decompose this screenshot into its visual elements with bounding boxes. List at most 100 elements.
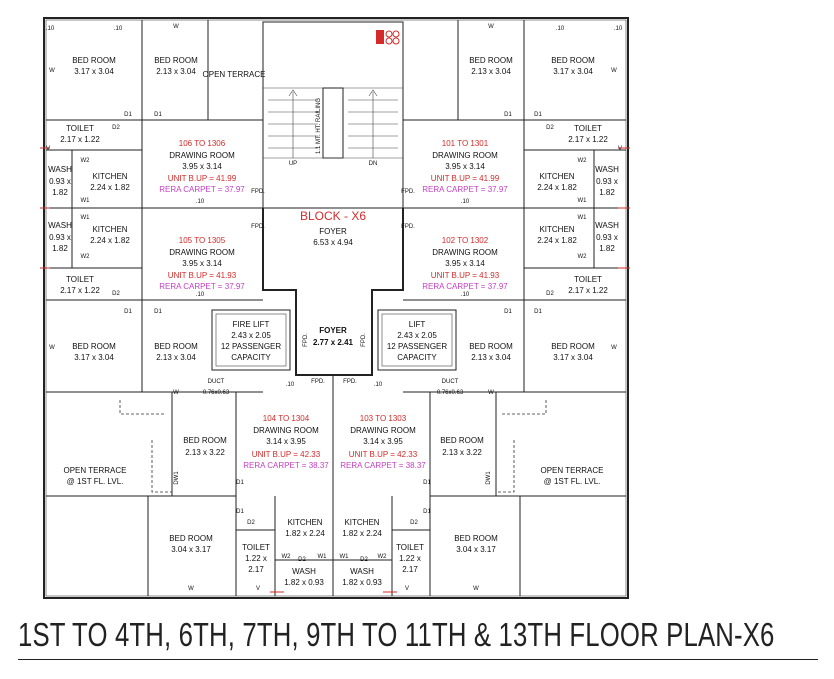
svg-text:D1: D1 xyxy=(124,309,132,315)
svg-text:.10: .10 xyxy=(196,199,205,205)
toilet-size: 1.22 x xyxy=(245,554,267,563)
toilet-label: TOILET xyxy=(574,275,602,284)
svg-text:D1: D1 xyxy=(504,309,512,315)
unit-room-size: 3.14 x 3.95 xyxy=(363,437,403,446)
toilet-size: 1.22 x xyxy=(399,554,421,563)
svg-text:.10: .10 xyxy=(286,382,295,388)
svg-text:DW1: DW1 xyxy=(486,471,492,485)
unit-number: 104 TO 1304 xyxy=(263,414,310,423)
wash-size: 1.82 x 0.93 xyxy=(342,578,382,587)
svg-text:FPD.: FPD. xyxy=(303,333,309,347)
bedroom-label: BED ROOM xyxy=(469,342,513,351)
svg-text:W1: W1 xyxy=(340,554,350,560)
wash-size: 0.93 x xyxy=(49,177,71,186)
svg-text:W: W xyxy=(488,390,494,396)
svg-text:D2: D2 xyxy=(247,520,255,526)
unit-rera: RERA CARPET = 37.97 xyxy=(422,282,508,291)
plan-title: 1ST TO 4TH, 6TH, 7TH, 9TH TO 11TH & 13TH… xyxy=(18,616,775,653)
bedroom-label: BED ROOM xyxy=(469,56,513,65)
svg-text:.10: .10 xyxy=(196,292,205,298)
unit-number: 103 TO 1303 xyxy=(360,414,407,423)
kitchen-label: KITCHEN xyxy=(539,225,574,234)
kitchen-size: 2.24 x 1.82 xyxy=(537,236,577,245)
unit-room: DRAWING ROOM xyxy=(253,426,319,435)
lift-shaft xyxy=(377,309,457,371)
svg-text:D1: D1 xyxy=(504,112,512,118)
unit-room-size: 3.95 x 3.14 xyxy=(182,162,222,171)
fire-lift-l2: 2.43 x 2.05 xyxy=(231,331,271,340)
bedroom-label: BED ROOM xyxy=(551,56,595,65)
svg-text:D2: D2 xyxy=(112,125,120,131)
wash-label: WASH xyxy=(595,221,619,230)
stair-core xyxy=(262,21,404,209)
wash-label: WASH xyxy=(48,165,72,174)
svg-text:W: W xyxy=(49,345,55,351)
svg-text:D1: D1 xyxy=(534,112,542,118)
kitchen-label: KITCHEN xyxy=(92,225,127,234)
kitchen-label: KITCHEN xyxy=(539,172,574,181)
svg-text:W1: W1 xyxy=(81,198,91,204)
toilet-size-2: 2.17 xyxy=(402,565,418,574)
bedroom-size: 2.13 x 3.22 xyxy=(185,448,225,457)
wash-label: WASH xyxy=(292,567,316,576)
kitchen-size: 1.82 x 2.24 xyxy=(342,529,382,538)
bedroom-size: 2.13 x 3.04 xyxy=(156,353,196,362)
svg-text:DW1: DW1 xyxy=(174,471,180,485)
unit-102: 102 TO 1302 DRAWING ROOM 3.95 x 3.14 UNI… xyxy=(422,236,508,291)
unit-101: 101 TO 1301 DRAWING ROOM 3.95 x 3.14 UNI… xyxy=(422,139,508,194)
terrace-level: @ 1ST FL. LVL. xyxy=(67,477,124,486)
svg-text:W2: W2 xyxy=(378,554,388,560)
svg-text:W2: W2 xyxy=(578,158,588,164)
unit-room-size: 3.95 x 3.14 xyxy=(445,259,485,268)
svg-text:D2: D2 xyxy=(360,557,368,563)
unit-number: 102 TO 1302 xyxy=(442,236,489,245)
unit-room: DRAWING ROOM xyxy=(432,248,498,257)
svg-text:FPD.: FPD. xyxy=(311,379,325,385)
svg-text:W: W xyxy=(611,68,617,74)
lift-l2: 2.43 x 2.05 xyxy=(397,331,437,340)
svg-text:V: V xyxy=(618,146,622,152)
unit-rera: RERA CARPET = 38.37 xyxy=(243,461,329,470)
unit-number: 106 TO 1306 xyxy=(179,139,226,148)
wash-size: 1.82 x 0.93 xyxy=(284,578,324,587)
unit-bup: UNIT B.UP = 41.99 xyxy=(431,174,500,183)
svg-text:.10: .10 xyxy=(461,292,470,298)
bedroom-label: BED ROOM xyxy=(72,56,116,65)
toilet-label: TOILET xyxy=(574,124,602,133)
toilet-size: 2.17 x 1.22 xyxy=(60,286,100,295)
svg-text:FPD.: FPD. xyxy=(361,333,367,347)
svg-text:D1: D1 xyxy=(423,480,431,486)
unit-rera: RERA CARPET = 37.97 xyxy=(422,185,508,194)
wash-size-2: 1.82 xyxy=(52,244,68,253)
toilet-label: TOILET xyxy=(396,543,424,552)
svg-text:W1: W1 xyxy=(578,215,588,221)
wash-size: 0.93 x xyxy=(596,177,618,186)
svg-text:FPD.: FPD. xyxy=(251,224,265,230)
unit-number: 101 TO 1301 xyxy=(442,139,489,148)
svg-text:W1: W1 xyxy=(81,215,91,221)
unit-rera: RERA CARPET = 37.97 xyxy=(159,185,245,194)
kitchen-label: KITCHEN xyxy=(344,518,379,527)
wash-size: 0.93 x xyxy=(49,233,71,242)
bedroom-label: BED ROOM xyxy=(551,342,595,351)
svg-text:W2: W2 xyxy=(282,554,292,560)
svg-text:W: W xyxy=(611,345,617,351)
foyer-size: 6.53 x 4.94 xyxy=(313,238,353,247)
unit-room-size: 3.95 x 3.14 xyxy=(445,162,485,171)
wash-size: 0.93 x xyxy=(596,233,618,242)
toilet-label: TOILET xyxy=(242,543,270,552)
toilet-size-2: 2.17 xyxy=(248,565,264,574)
svg-text:W: W xyxy=(173,24,179,30)
duct-label: DUCT xyxy=(208,379,225,385)
kitchen-label: KITCHEN xyxy=(92,172,127,181)
unit-104: 104 TO 1304 DRAWING ROOM 3.14 x 3.95 UNI… xyxy=(243,414,329,470)
wash-label: WASH xyxy=(48,221,72,230)
svg-text:W2: W2 xyxy=(81,158,91,164)
svg-text:W: W xyxy=(49,68,55,74)
unit-room: DRAWING ROOM xyxy=(169,248,235,257)
unit-room: DRAWING ROOM xyxy=(350,426,416,435)
unit-bup: UNIT B.UP = 42.33 xyxy=(252,450,321,459)
outer-wall xyxy=(43,17,629,599)
lift-foyer-label: FOYER xyxy=(319,326,347,335)
bedroom-size: 2.13 x 3.22 xyxy=(442,448,482,457)
